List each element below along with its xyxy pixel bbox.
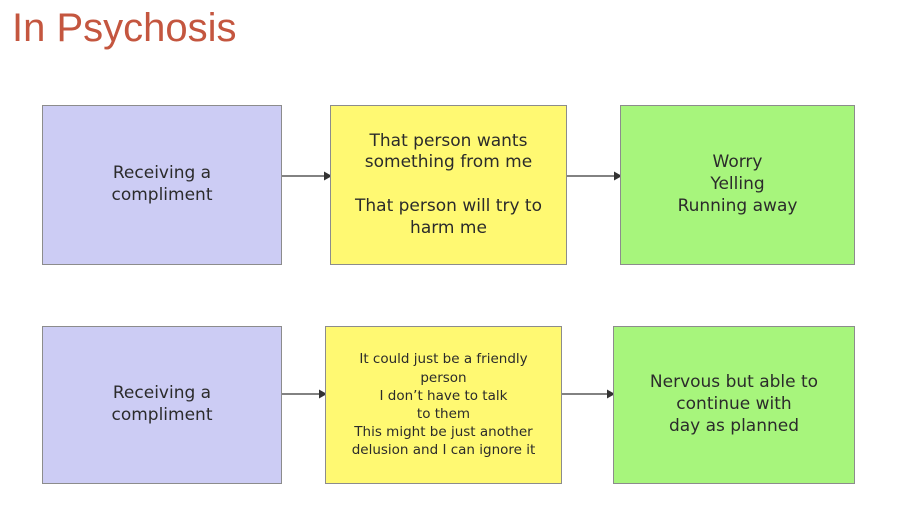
flow-node-outcome-row2[interactable]: Nervous but able to continue with day as… <box>613 326 855 484</box>
flow-node-thought-row2[interactable]: It could just be a friendly person I don… <box>325 326 562 484</box>
flow-node-outcome-row1[interactable]: Worry Yelling Running away <box>620 105 855 265</box>
flow-node-thought-row1[interactable]: That person wants something from me That… <box>330 105 567 265</box>
flow-arrow-row2-situation-to-thought <box>282 389 327 399</box>
page-title: In Psychosis <box>12 6 237 50</box>
flow-arrow-row1-situation-to-thought <box>282 171 332 181</box>
flow-node-situation-row2[interactable]: Receiving a compliment <box>42 326 282 484</box>
flow-arrow-row1-thought-to-outcome <box>567 171 622 181</box>
flow-arrow-row2-thought-to-outcome <box>562 389 615 399</box>
flow-node-situation-row1[interactable]: Receiving a compliment <box>42 105 282 265</box>
